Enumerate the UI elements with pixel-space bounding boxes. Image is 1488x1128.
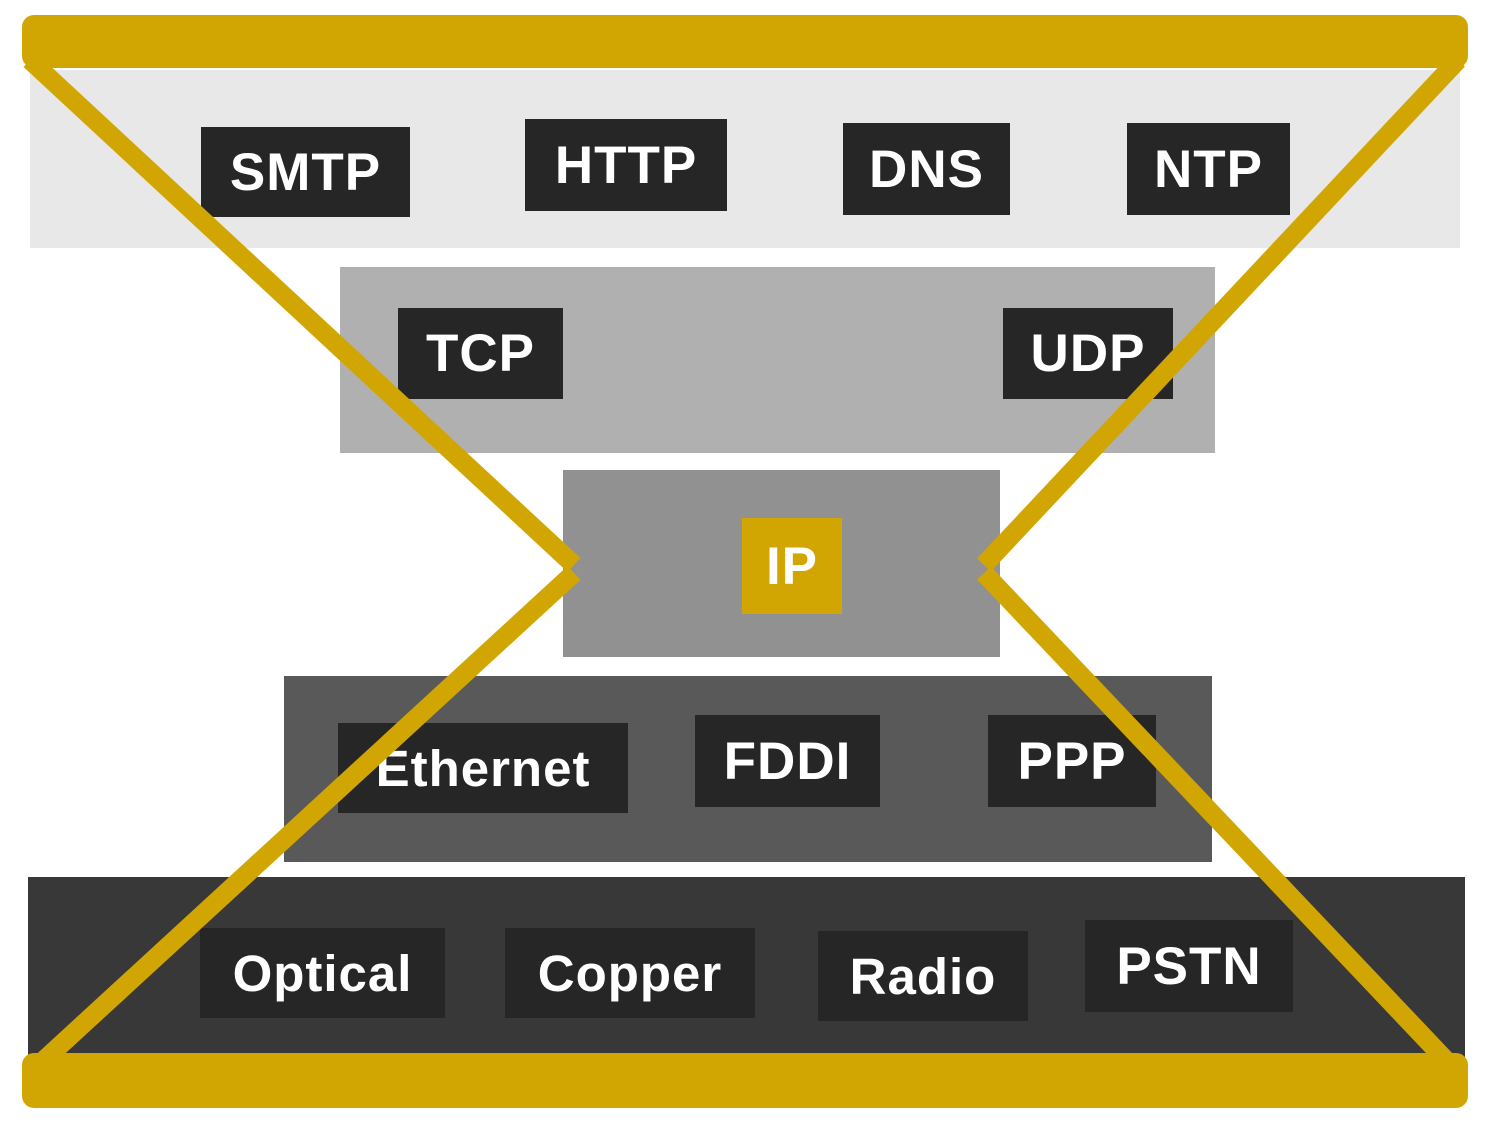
ppp-label: PPP — [988, 715, 1156, 807]
radio-label: Radio — [818, 931, 1028, 1021]
ntp-label: NTP — [1127, 123, 1290, 215]
pstn-label: PSTN — [1085, 920, 1293, 1012]
hourglass-top-bar — [22, 15, 1468, 68]
fddi-label: FDDI — [695, 715, 880, 807]
copper-label: Copper — [505, 928, 755, 1018]
hourglass-bottom-bar — [22, 1053, 1468, 1108]
ethernet-label: Ethernet — [338, 723, 628, 813]
udp-label: UDP — [1003, 308, 1173, 399]
smtp-label: SMTP — [201, 127, 410, 217]
http-label: HTTP — [525, 119, 727, 211]
optical-label: Optical — [200, 928, 445, 1018]
ip-label: IP — [742, 518, 842, 614]
dns-label: DNS — [843, 123, 1010, 215]
tcp-label: TCP — [398, 308, 563, 399]
